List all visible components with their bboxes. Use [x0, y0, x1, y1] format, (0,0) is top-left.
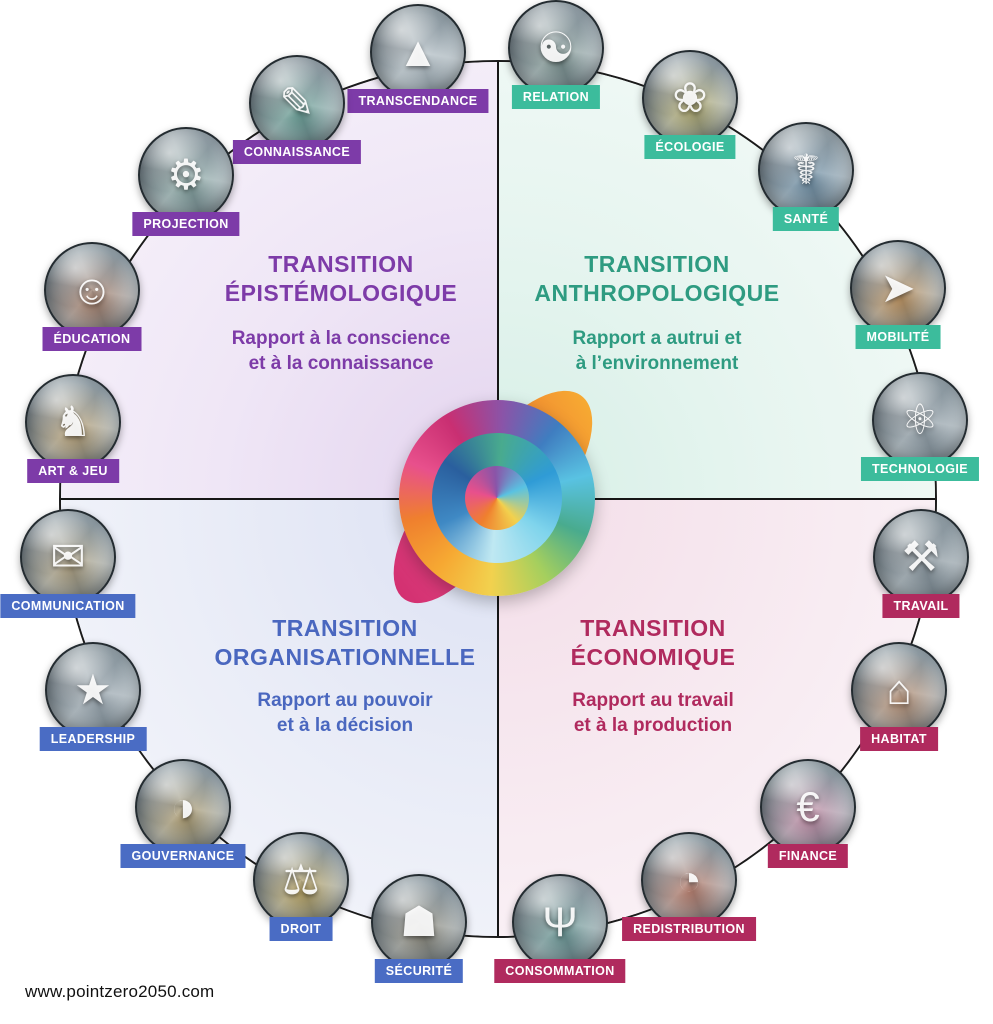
title-line: TRANSITION: [268, 251, 414, 277]
intertwined-figures-icon: ☯: [537, 24, 575, 71]
sante-icon: ☤: [758, 122, 854, 218]
subtitle-line: Rapport à la conscience: [231, 328, 451, 349]
subtitle-line: et à la décision: [276, 715, 414, 737]
subtitle-line: et à la production: [573, 715, 733, 737]
logo-inner-swirl: [465, 466, 529, 530]
title-line: ANTHROPOLOGIQUE: [534, 280, 780, 307]
title-epistemologique: TRANSITION ÉPISTÉMOLOGIQUE: [151, 250, 531, 309]
finance-label: FINANCE: [767, 844, 849, 868]
title-line: TRANSITION: [584, 251, 730, 277]
title-line: ORGANISATIONNELLE: [214, 644, 476, 671]
education-icon: ☺: [44, 242, 140, 338]
robot-icon: ⚛: [901, 396, 939, 443]
relation-icon: ☯: [508, 0, 604, 96]
subtitle-line: Rapport a autrui et: [572, 328, 742, 349]
sante-label: SANTÉ: [772, 207, 840, 231]
subtitle-organisationnelle: Rapport au pouvoir et à la décision: [155, 688, 535, 739]
scales-icon: ⚖: [282, 856, 320, 903]
art-jeu-icon: ♞: [25, 374, 121, 470]
website-url: www.pointzero2050.com: [25, 982, 215, 1001]
connaissance-label: CONNAISSANCE: [232, 140, 362, 164]
pyramid-icon: ▲: [397, 28, 439, 75]
subtitle-line: Rapport au travail: [572, 690, 734, 711]
point-zero-logo: [369, 367, 619, 624]
securite-icon: ☗: [371, 874, 467, 970]
compass-star-icon: ★: [74, 666, 112, 713]
mobilite-icon: ➤: [850, 240, 946, 336]
title-line: ÉPISTÉMOLOGIQUE: [224, 280, 458, 307]
subtitle-line: à l’environnement: [575, 353, 739, 375]
tools-icon: ⚒: [902, 533, 940, 580]
art-jeu-label: ART & JEU: [27, 459, 119, 483]
education-label: ÉDUCATION: [42, 327, 142, 351]
leadership-label: LEADERSHIP: [39, 727, 147, 751]
transcendance-icon: ▲: [370, 4, 466, 100]
ecologie-icon: ❀: [642, 50, 738, 146]
gouvernance-icon: ◑: [135, 759, 231, 855]
shield-icon: ☗: [400, 898, 438, 945]
subtitle-economique: Rapport au travail et à la production: [463, 688, 843, 739]
redistribution-icon: ◔: [641, 832, 737, 928]
communication-label: COMMUNICATION: [0, 594, 136, 618]
bicycle-icon: ➤: [880, 264, 916, 311]
technologie-label: TECHNOLOGIE: [860, 457, 980, 481]
droit-label: DROIT: [269, 917, 333, 941]
leadership-icon: ★: [45, 642, 141, 738]
redistribution-label: REDISTRIBUTION: [622, 917, 756, 941]
securite-label: SÉCURITÉ: [374, 959, 464, 983]
droit-icon: ⚖: [253, 832, 349, 928]
mobilite-label: MOBILITÉ: [855, 325, 941, 349]
title-anthropologique: TRANSITION ANTHROPOLOGIQUE: [467, 250, 847, 309]
projection-label: PROJECTION: [132, 212, 240, 236]
gouvernance-label: GOUVERNANCE: [120, 844, 246, 868]
title-line: ÉCONOMIQUE: [570, 644, 736, 671]
habitat-label: HABITAT: [860, 727, 938, 751]
title-line: TRANSITION: [580, 615, 726, 641]
finance-icon: €: [760, 759, 856, 855]
title-economique: TRANSITION ÉCONOMIQUE: [463, 614, 843, 673]
pie-chart-icon: ◔: [676, 856, 702, 903]
relation-label: RELATION: [511, 85, 601, 109]
title-line: TRANSITION: [272, 615, 418, 641]
dual-faces-icon: ◑: [170, 783, 196, 830]
ecologie-label: ÉCOLOGIE: [644, 135, 736, 159]
subtitle-anthropologique: Rapport a autrui et à l’environnement: [467, 326, 847, 377]
caduceus-icon: ☤: [791, 146, 821, 193]
consommation-icon: Ψ: [512, 874, 608, 970]
house-icon: ⌂: [886, 666, 912, 713]
envelope-icon: ✉: [50, 533, 86, 580]
technologie-icon: ⚛: [872, 372, 968, 468]
child-reading-icon: ☺: [70, 266, 114, 313]
consommation-label: CONSOMMATION: [494, 959, 626, 983]
cutlery-icon: Ψ: [542, 898, 578, 945]
projection-icon: ⚙: [138, 127, 234, 223]
book-quill-icon: ✎: [279, 79, 315, 126]
game-piece-icon: ♞: [54, 398, 92, 445]
subtitle-epistemologique: Rapport à la conscience et à la connaiss…: [151, 326, 531, 377]
piggy-bank-icon: €: [796, 783, 820, 830]
connaissance-icon: ✎: [249, 55, 345, 151]
habitat-icon: ⌂: [851, 642, 947, 738]
tree-icon: ❀: [672, 74, 708, 121]
travail-label: TRAVAIL: [882, 594, 960, 618]
subtitle-line: et à la connaissance: [248, 353, 434, 375]
title-organisationnelle: TRANSITION ORGANISATIONNELLE: [155, 614, 535, 673]
travail-icon: ⚒: [873, 509, 969, 605]
gear-head-icon: ⚙: [167, 151, 205, 198]
communication-icon: ✉: [20, 509, 116, 605]
subtitle-line: Rapport au pouvoir: [257, 690, 433, 711]
transcendance-label: TRANSCENDANCE: [347, 89, 489, 113]
